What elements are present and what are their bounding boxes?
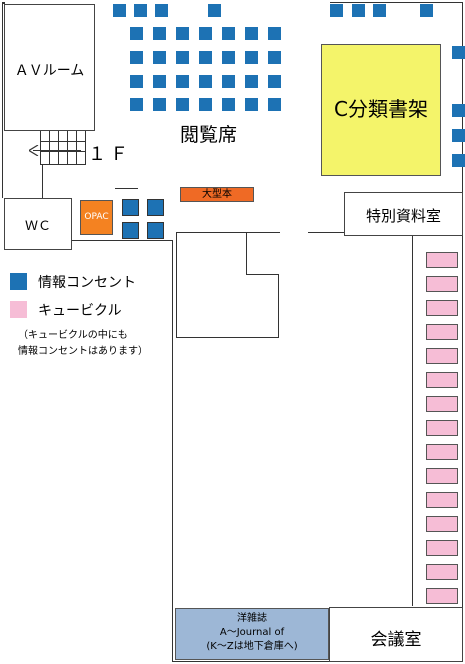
outlet-seat bbox=[208, 4, 221, 17]
wall bbox=[72, 240, 173, 241]
wall bbox=[176, 232, 177, 338]
reading-seats-grid bbox=[130, 27, 290, 113]
legend-outlet-label: 情報コンセント bbox=[38, 275, 136, 291]
outlet-seat bbox=[352, 4, 365, 17]
wall bbox=[115, 188, 138, 189]
wall bbox=[278, 274, 279, 337]
c-stacks: C分類書架 bbox=[321, 44, 441, 176]
stairs-arrow bbox=[33, 150, 81, 151]
meeting-room: 会議室 bbox=[329, 607, 463, 662]
wall bbox=[308, 232, 344, 233]
stairs bbox=[40, 131, 86, 165]
cubicle bbox=[426, 492, 458, 508]
outlet-seat bbox=[373, 4, 386, 17]
wall bbox=[246, 274, 278, 275]
wc-room: ＷＣ bbox=[4, 198, 72, 250]
outlet-seat bbox=[452, 104, 465, 117]
cubicle bbox=[426, 372, 458, 388]
av-room: ＡＶルーム bbox=[4, 4, 95, 131]
wall bbox=[2, 2, 5, 4]
legend-outlet-swatch bbox=[10, 273, 27, 290]
cubicle bbox=[426, 540, 458, 556]
cubicle bbox=[426, 588, 458, 604]
legend-note-line1: （キュービクルの中にも bbox=[18, 330, 128, 341]
oversize-shelf: 大型本 bbox=[180, 187, 254, 202]
opac-terminal: OPAC bbox=[80, 200, 113, 235]
wc-label: ＷＣ bbox=[24, 219, 51, 234]
cubicle bbox=[426, 396, 458, 412]
cubicle bbox=[426, 564, 458, 580]
wall bbox=[246, 232, 247, 274]
outlet-seat bbox=[452, 46, 465, 59]
c-stacks-label: C分類書架 bbox=[334, 97, 428, 121]
journals-range: A～Journal of bbox=[219, 627, 285, 638]
wall bbox=[176, 232, 280, 233]
wall bbox=[42, 165, 43, 200]
cubicle bbox=[426, 420, 458, 436]
legend-note-line2: 情報コンセントはあります） bbox=[18, 346, 148, 357]
outlet-seat bbox=[134, 4, 147, 17]
arrow-left-icon bbox=[29, 145, 39, 156]
reading-room-label: 閲覧席 bbox=[180, 124, 238, 146]
journals-area: 洋雑誌 A～Journal of (K～Zは地下倉庫へ) bbox=[175, 608, 329, 660]
special-materials-room: 特別資料室 bbox=[344, 192, 463, 236]
legend-cubicle-swatch bbox=[10, 301, 27, 318]
wall bbox=[412, 236, 413, 606]
wall bbox=[462, 2, 463, 662]
cubicle bbox=[426, 348, 458, 364]
opac-label: OPAC bbox=[84, 212, 109, 222]
cubicle bbox=[426, 276, 458, 292]
wall bbox=[172, 240, 173, 662]
journals-note: (K～Zは地下倉庫へ) bbox=[206, 641, 298, 652]
cubicle bbox=[426, 468, 458, 484]
legend-cubicle-label: キュービクル bbox=[38, 303, 122, 319]
outlet-seat bbox=[113, 4, 126, 17]
wall bbox=[176, 337, 279, 338]
journals-title: 洋雑誌 bbox=[237, 613, 267, 624]
special-materials-label: 特別資料室 bbox=[365, 207, 441, 225]
meeting-room-label: 会議室 bbox=[370, 630, 422, 650]
outlet-seat bbox=[420, 4, 433, 17]
wall bbox=[173, 661, 463, 662]
cubicle bbox=[426, 252, 458, 268]
outlet-seat bbox=[452, 154, 465, 167]
av-room-label: ＡＶルーム bbox=[14, 63, 85, 79]
cubicle bbox=[426, 324, 458, 340]
cubicle bbox=[426, 516, 458, 532]
oversize-label: 大型本 bbox=[202, 189, 232, 200]
floor-label: １Ｆ bbox=[88, 144, 132, 165]
outlet-seat-cluster bbox=[120, 198, 166, 242]
wall bbox=[2, 2, 3, 198]
outlet-seat bbox=[330, 4, 343, 17]
outlet-seat bbox=[452, 129, 465, 142]
cubicle bbox=[426, 300, 458, 316]
outlet-seat bbox=[155, 4, 168, 17]
wall bbox=[330, 2, 463, 3]
cubicle bbox=[426, 444, 458, 460]
